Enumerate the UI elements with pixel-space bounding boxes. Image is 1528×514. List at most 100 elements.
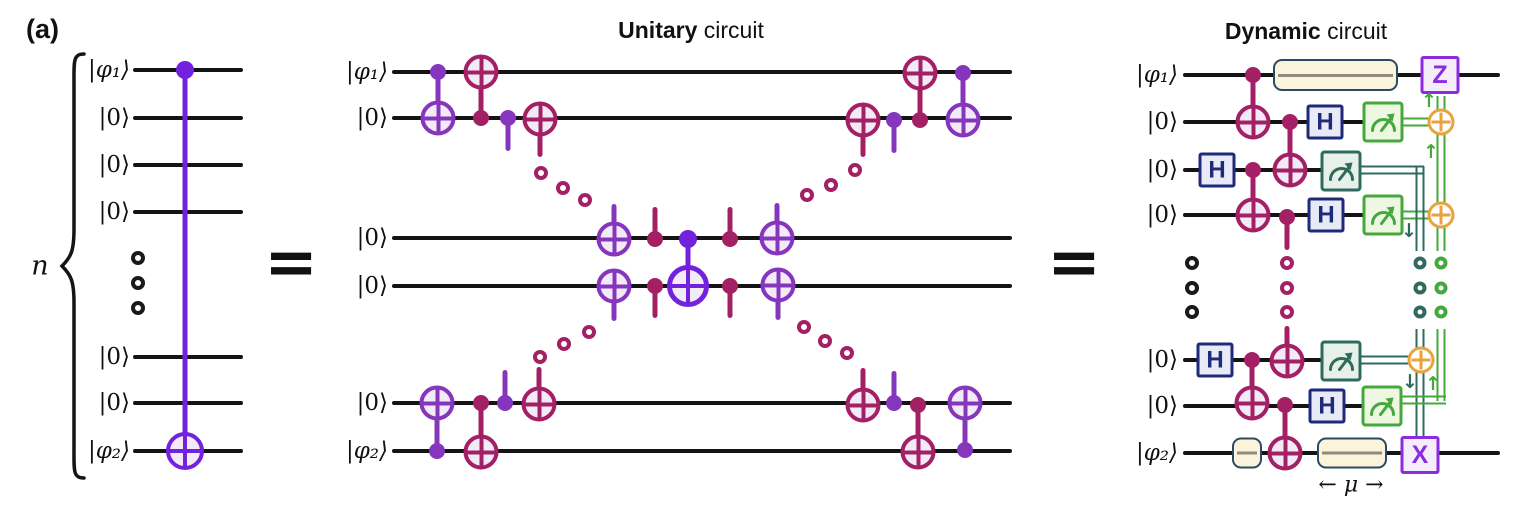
cnot-stub-connector	[652, 207, 658, 239]
ellipsis-dot	[556, 181, 570, 195]
x-gate: X	[1400, 436, 1440, 474]
cnot-target	[1267, 435, 1303, 471]
cnot-stub-connector	[536, 367, 542, 404]
ket-label-phi2: |φ₂⟩	[345, 438, 388, 464]
quantum-wire	[133, 163, 243, 167]
mu-duration-label: ← μ →	[1318, 472, 1384, 498]
down-arrow: ↓	[1401, 220, 1417, 242]
classical-wire-green-horizontal	[1402, 210, 1441, 220]
cnot-target	[420, 100, 456, 136]
hadamard-gate: H	[1308, 388, 1346, 424]
cnot-stub-connector	[652, 286, 658, 318]
ket-label-zero: |0⟩	[98, 105, 130, 131]
quantum-wire	[392, 116, 1012, 120]
ellipsis-dot	[131, 301, 145, 315]
qubit-count-label: n	[31, 250, 49, 282]
ket-label-zero: |0⟩	[98, 344, 130, 370]
classical-wire-teal-horizontal	[1359, 355, 1417, 365]
cnot-connector	[478, 403, 484, 452]
cnot-connector	[1249, 360, 1255, 403]
ellipsis-dot	[797, 320, 811, 334]
cnot-stub-connector	[727, 286, 733, 318]
cnot-stub-connector	[891, 120, 897, 153]
ket-label-zero: |0⟩	[1146, 393, 1178, 419]
ellipsis-dot	[848, 163, 862, 177]
equals-sign: =	[1047, 226, 1101, 300]
cnot-stub-connector	[860, 368, 866, 405]
control-dot	[957, 442, 973, 458]
cnot-connector	[962, 403, 968, 450]
ket-label-phi1: |φ₁⟩	[345, 59, 388, 85]
ellipsis-dot	[1413, 305, 1427, 319]
ellipsis-dot	[1434, 256, 1448, 270]
title-bold: Unitary	[618, 17, 698, 43]
ket-label-zero: |0⟩	[98, 152, 130, 178]
control-dot	[722, 231, 738, 247]
cnot-stub-connector	[727, 207, 733, 239]
cnot-target	[463, 434, 499, 470]
cnot-target	[902, 55, 938, 91]
control-dot	[955, 65, 971, 81]
cnot-stub-connector	[537, 119, 543, 157]
ellipsis-dot	[818, 334, 832, 348]
classical-wire-teal-vertical	[1415, 166, 1425, 251]
ellipsis-dot	[534, 166, 548, 180]
quantum-wire	[1183, 358, 1353, 362]
ket-label-zero: |0⟩	[1146, 202, 1178, 228]
cnot-connector	[917, 73, 923, 120]
cnot-target	[845, 102, 881, 138]
delay-wire	[1278, 73, 1393, 77]
cnot-connector	[960, 73, 966, 120]
ellipsis-dot	[1185, 256, 1199, 270]
delay-wire	[1237, 451, 1257, 455]
control-dot	[910, 397, 926, 413]
control-dot	[1277, 397, 1293, 413]
cnot-stub-connector	[1284, 217, 1290, 250]
quantum-wire	[1183, 168, 1353, 172]
ket-label-phi2: |φ₂⟩	[1135, 440, 1178, 466]
quantum-wire	[392, 70, 1012, 74]
ellipsis-dot	[1434, 305, 1448, 319]
cnot-target	[522, 101, 558, 137]
cnot-target	[1272, 152, 1308, 188]
ellipsis-dot	[1413, 256, 1427, 270]
cnot-stub-connector	[860, 120, 866, 157]
ket-label-phi1: |φ₁⟩	[1135, 62, 1178, 88]
cnot-target	[596, 221, 632, 257]
control-dot	[1245, 162, 1261, 178]
up-arrow: ↑	[1423, 141, 1439, 163]
cnot-stub-connector	[891, 371, 897, 403]
ket-label-zero: |0⟩	[356, 105, 388, 131]
quantum-wire	[133, 401, 243, 405]
classical-wire-teal-vertical	[1415, 329, 1425, 437]
cnot-connector	[1250, 75, 1256, 122]
control-dot	[1245, 67, 1261, 83]
control-dot	[1244, 352, 1260, 368]
measurement-gate	[1320, 150, 1362, 192]
hadamard-gate: H	[1196, 342, 1234, 378]
title-rest: circuit	[697, 17, 764, 43]
cnot-target	[759, 220, 795, 256]
title-bold: Dynamic	[1224, 18, 1321, 44]
measurement-gate	[1320, 340, 1362, 382]
cnot-stub-connector	[611, 286, 617, 321]
ellipsis-dot	[533, 350, 547, 364]
hadamard-gate: H	[1306, 104, 1344, 140]
ket-label-zero: |0⟩	[98, 390, 130, 416]
hadamard-gate: H	[1198, 152, 1236, 188]
ellipsis-dot	[131, 276, 145, 290]
cnot-target	[945, 102, 981, 138]
dynamic-circuit-title: Dynamic circuit	[1225, 18, 1387, 45]
ket-label-zero: |0⟩	[356, 273, 388, 299]
up-arrow: ↑	[1421, 90, 1437, 112]
control-dot	[1279, 209, 1295, 225]
ellipsis-dot	[1280, 281, 1294, 295]
ellipsis-dot	[1280, 305, 1294, 319]
ket-label-zero: |0⟩	[1146, 347, 1178, 373]
title-rest: circuit	[1320, 18, 1388, 44]
cnot-target	[596, 268, 632, 304]
cnot-connector	[915, 405, 921, 452]
ellipsis-dot	[1185, 305, 1199, 319]
cnot-target	[900, 434, 936, 470]
meter-icon	[1328, 352, 1354, 371]
